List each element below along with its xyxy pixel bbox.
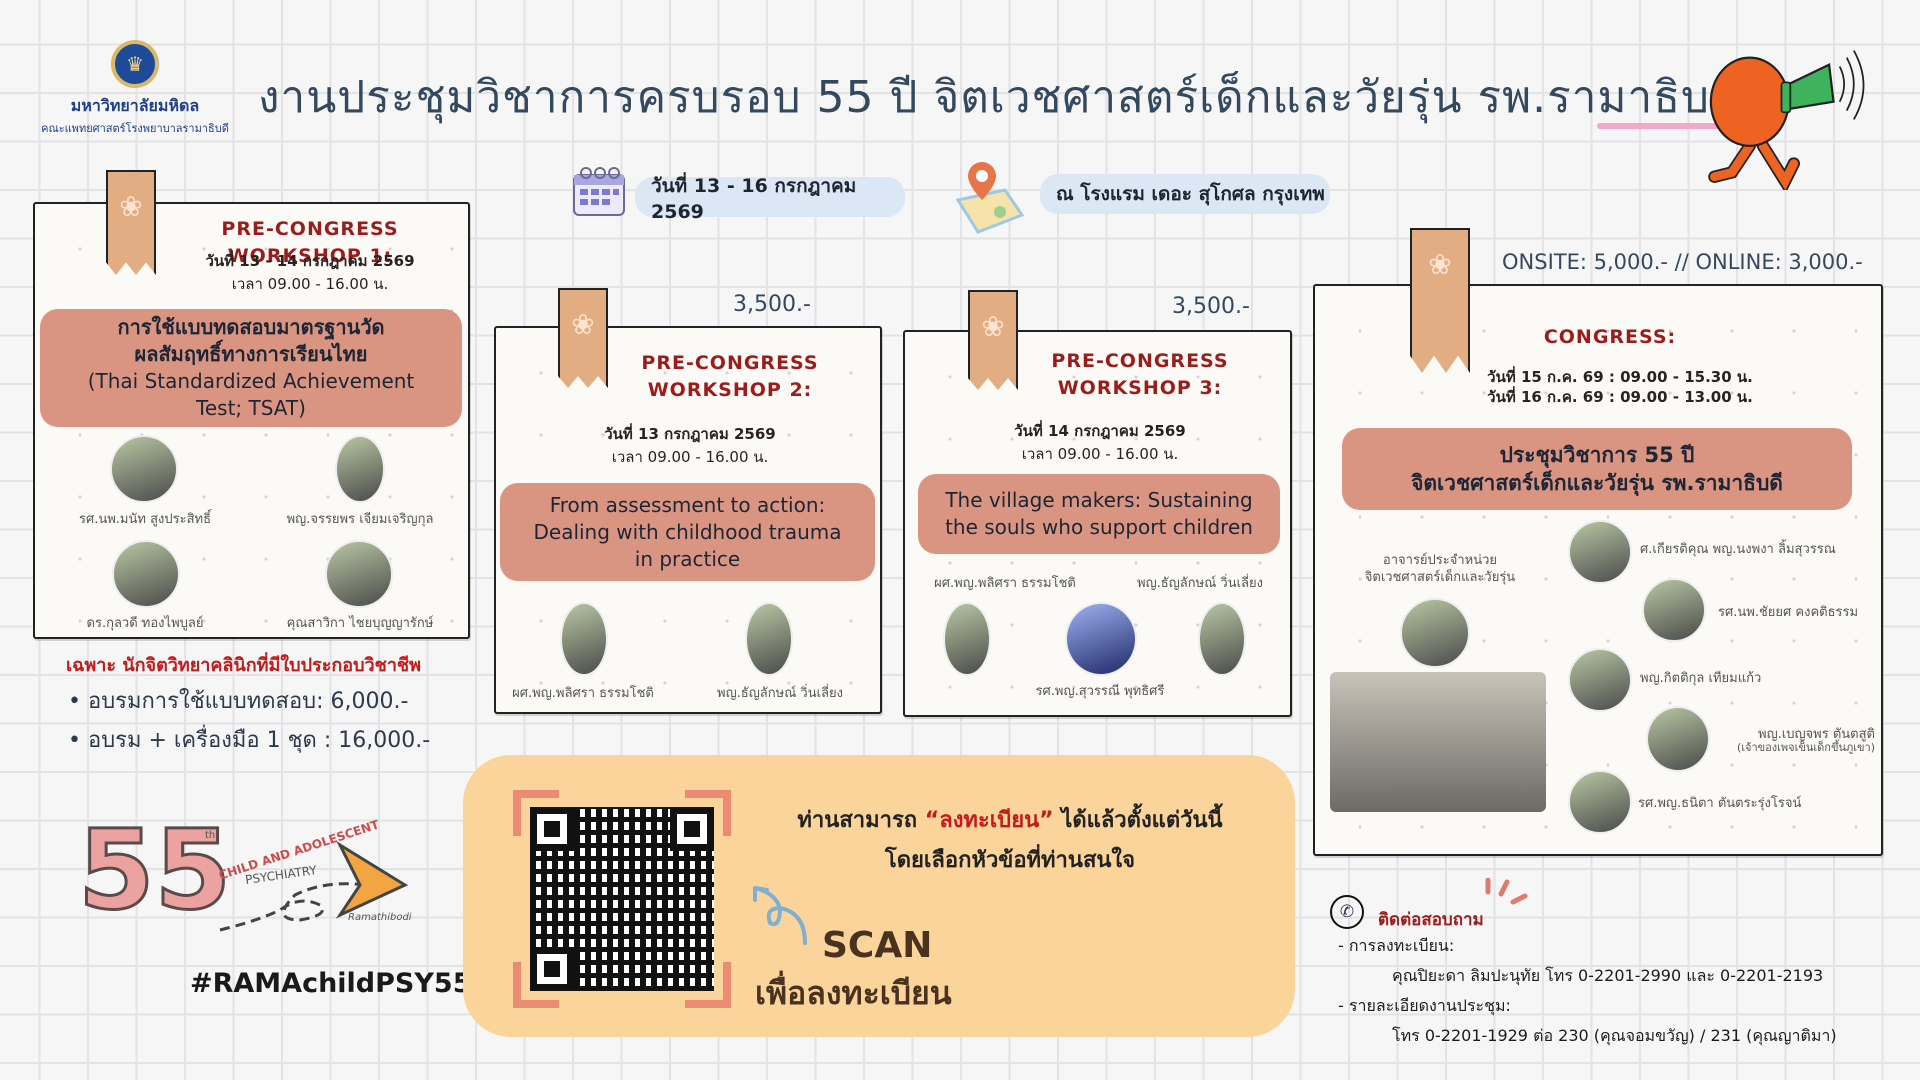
contact-info-detail: โทร 0-2201-1929 ต่อ 230 (คุณจอมขวัญ) / 2… [1392, 1026, 1837, 1045]
logo-sup: th [205, 830, 216, 841]
phone-icon: ✆ [1330, 895, 1364, 929]
workshop3-date: วันที่ 14 กรกฎาคม 2569 [1014, 422, 1186, 440]
qr-code[interactable] [513, 790, 731, 1008]
speaker-name: คุณสาวิกา ไชยบุญญารักษ์ [286, 616, 434, 631]
tape-flower-icon: ❀ [1410, 228, 1470, 373]
speaker-name: พญ.ธัญลักษณ์ วิ่นเลี่ยง [1137, 576, 1263, 591]
speaker-avatar [1568, 520, 1632, 584]
speaker-name: ศ.เกียรติคุณ พญ.นงพงา ลิ้มสุวรรณ [1640, 542, 1836, 557]
congress-title: CONGRESS: [1543, 326, 1677, 348]
workshop2-topic: From assessment to action: Dealing with … [500, 483, 875, 581]
faculty-group-label: อาจารย์ประจำหน่วยจิตเวชศาสตร์เด็กและวัยร… [1364, 553, 1516, 585]
sparkle-icon [1485, 877, 1528, 908]
calendar-icon [570, 165, 630, 221]
event-location: ณ โรงแรม เดอะ สุโกศล กรุงเทพ [1040, 174, 1330, 214]
workshop3-topic: The village makers: Sustaining the souls… [918, 474, 1280, 554]
speaker-name: พญ.จรรยพร เจียมเจริญกุล [286, 512, 434, 527]
speaker-avatar [1198, 602, 1246, 676]
workshop1-title: PRE-CONGRESS WORKSHOP 1: [221, 218, 399, 267]
curved-arrow-icon [753, 886, 807, 945]
price-item: • อบรม + เครื่องมือ 1 ชุด : 16,000.- [68, 728, 431, 753]
workshop3-time: เวลา 09.00 - 16.00 น. [1021, 445, 1179, 463]
speaker-avatar [943, 602, 991, 676]
workshop3-price: 3,500.- [1172, 294, 1250, 319]
congress-day1: วันที่ 15 ก.ค. 69 : 09.00 - 15.30 น. [1487, 368, 1753, 386]
speaker-avatar [560, 602, 608, 676]
registration-line1: ท่านสามารถ “ลงทะเบียน” ได้แล้วตั้งแต่วัน… [797, 808, 1223, 833]
tape-flower-icon: ❀ [558, 288, 608, 388]
contact-title: ติดต่อสอบถาม [1378, 910, 1484, 930]
speaker-name: รศ.พญ.ธนิตา ตันตระรุ่งโรจน์ [1638, 796, 1802, 811]
event-date: วันที่ 13 - 16 กรกฎาคม 2569 [635, 175, 905, 223]
mahidol-logo: ♛ มหาวิทยาลัยมหิดล คณะแพทยศาสตร์โรงพยาบา… [40, 40, 230, 137]
contact-reg-label: - การลงทะเบียน: [1338, 936, 1455, 955]
speaker-avatar [335, 435, 385, 503]
map-pin-icon [950, 160, 1030, 240]
hashtag: #RAMAchildPSY55 [190, 968, 472, 999]
logo-signature: Ramathibodi [348, 912, 412, 923]
workshop2-price: 3,500.- [733, 292, 811, 317]
faculty-name: คณะแพทยศาสตร์โรงพยาบาลรามาธิบดี [41, 122, 229, 135]
qr-code-icon [530, 807, 714, 991]
speaker-name: พญ.กิตติกุล เทียมแก้ว [1640, 671, 1762, 686]
contact-reg-detail: คุณปิยะดา ลิมปะนุทัย โทร 0-2201-2990 และ… [1392, 966, 1824, 985]
speaker-avatar [1642, 578, 1706, 642]
speaker-name: ผศ.พญ.พลิศรา ธรรมโชติ [512, 686, 654, 701]
dashed-path-icon [219, 882, 366, 932]
speaker-avatar [110, 435, 178, 503]
speaker-avatar [325, 540, 393, 608]
faculty-group-photo [1330, 672, 1546, 812]
speaker-avatar [1065, 602, 1137, 676]
workshop1-time: เวลา 09.00 - 16.00 น. [231, 275, 389, 293]
speaker-avatar [112, 540, 180, 608]
anniversary-55-logo: 55 [76, 806, 232, 934]
registration-line2: โดยเลือกหัวข้อที่ท่านสนใจ [884, 848, 1136, 873]
university-name: มหาวิทยาลัยมหิดล [70, 96, 200, 115]
speaker-avatar [1568, 648, 1632, 712]
tape-flower-icon: ❀ [968, 290, 1018, 390]
price-item: • อบรมการใช้แบบทดสอบ: 6,000.- [68, 689, 409, 714]
workshop2-time: เวลา 09.00 - 16.00 น. [611, 448, 769, 466]
contact-info-label: - รายละเอียดงานประชุม: [1338, 996, 1511, 1015]
speaker-name: รศ.พญ.สุวรรณี พุทธิศรี [1035, 684, 1165, 699]
speaker-name: ดร.กุลวดี ทองไพบูลย์ [86, 616, 204, 631]
workshop2-date: วันที่ 13 กรกฎาคม 2569 [604, 425, 776, 443]
scan-sub-label: เพื่อลงทะเบียน [755, 974, 952, 1012]
congress-price: ONSITE: 5,000.- // ONLINE: 3,000.- [1502, 250, 1863, 274]
tape-flower-icon: ❀ [106, 170, 156, 275]
workshop1-date: วันที่ 13 - 14 กรกฎาคม 2569 [205, 252, 415, 270]
speaker-name: รศ.นพ.มนัท สูงประสิทธิ์ [78, 512, 212, 527]
speaker-name: รศ.นพ.ชัยยศ คงคติธรรม [1718, 605, 1859, 620]
speaker-avatar [1400, 598, 1470, 668]
scan-label: SCAN [822, 925, 933, 966]
speaker-name: ผศ.พญ.พลิศรา ธรรมโชติ [934, 576, 1076, 591]
speaker-name: พญ.เบญจพร ตันตสูติ(เจ้าของเพจเข็นเด็กขึ้… [1736, 727, 1875, 755]
speaker-name: พญ.ธัญลักษณ์ วิ่นเลี่ยง [717, 686, 843, 701]
eligibility-note: เฉพาะ นักจิตวิทยาคลินิกที่มีใบประกอบวิชา… [66, 655, 422, 676]
speaker-avatar [1646, 706, 1710, 772]
paper-plane-icon [335, 840, 409, 919]
congress-day2: วันที่ 16 ก.ค. 69 : 09.00 - 13.00 น. [1487, 388, 1753, 406]
speaker-avatar [745, 602, 793, 676]
congress-topic: ประชุมวิชาการ 55 ปี จิตเวชศาสตร์เด็กและว… [1342, 428, 1852, 510]
university-seal-icon: ♛ [111, 40, 159, 88]
speaker-avatar [1568, 770, 1632, 834]
workshop1-topic: การใช้แบบทดสอบมาตรฐานวัด ผลสัมฤทธิ์ทางกา… [40, 309, 462, 427]
page-title: งานประชุมวิชาการครบรอบ 55 ปี จิตเวชศาสตร… [258, 72, 1740, 123]
megaphone-mascot-icon [1708, 50, 1865, 190]
